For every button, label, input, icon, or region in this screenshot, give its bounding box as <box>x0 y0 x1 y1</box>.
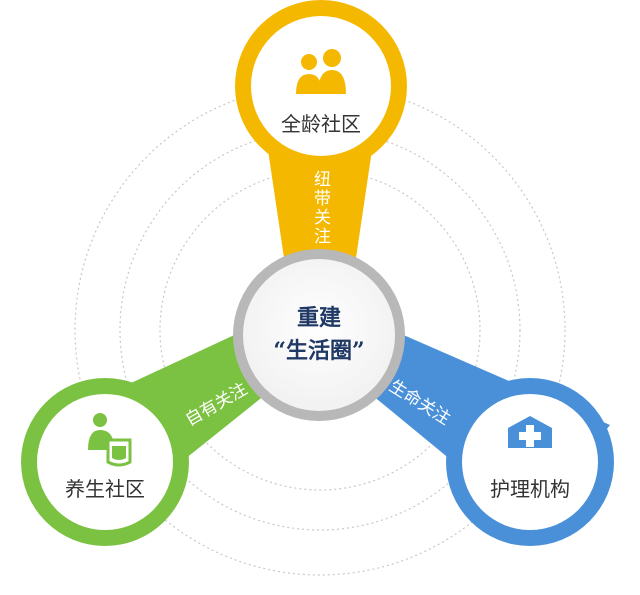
arm-top <box>268 150 372 285</box>
center-hub <box>243 259 395 411</box>
node-top-label: 全龄社区 <box>281 112 361 136</box>
people-icon <box>296 49 346 94</box>
hospital-icon <box>508 416 552 448</box>
arm-top-label: 纽带关注 <box>310 170 331 246</box>
elder-care-icon <box>88 413 132 467</box>
node-left-face <box>37 394 173 530</box>
center-title-line2: “生活圈” <box>273 338 364 364</box>
center-title-line1: 重建 <box>297 305 341 331</box>
outer-ring <box>74 84 566 576</box>
inner-ring <box>159 169 481 491</box>
middle-ring <box>119 129 521 531</box>
node-right-label: 护理机构 <box>490 477 570 501</box>
node-left-label: 养生社区 <box>65 477 145 501</box>
node-right-face <box>462 394 598 530</box>
